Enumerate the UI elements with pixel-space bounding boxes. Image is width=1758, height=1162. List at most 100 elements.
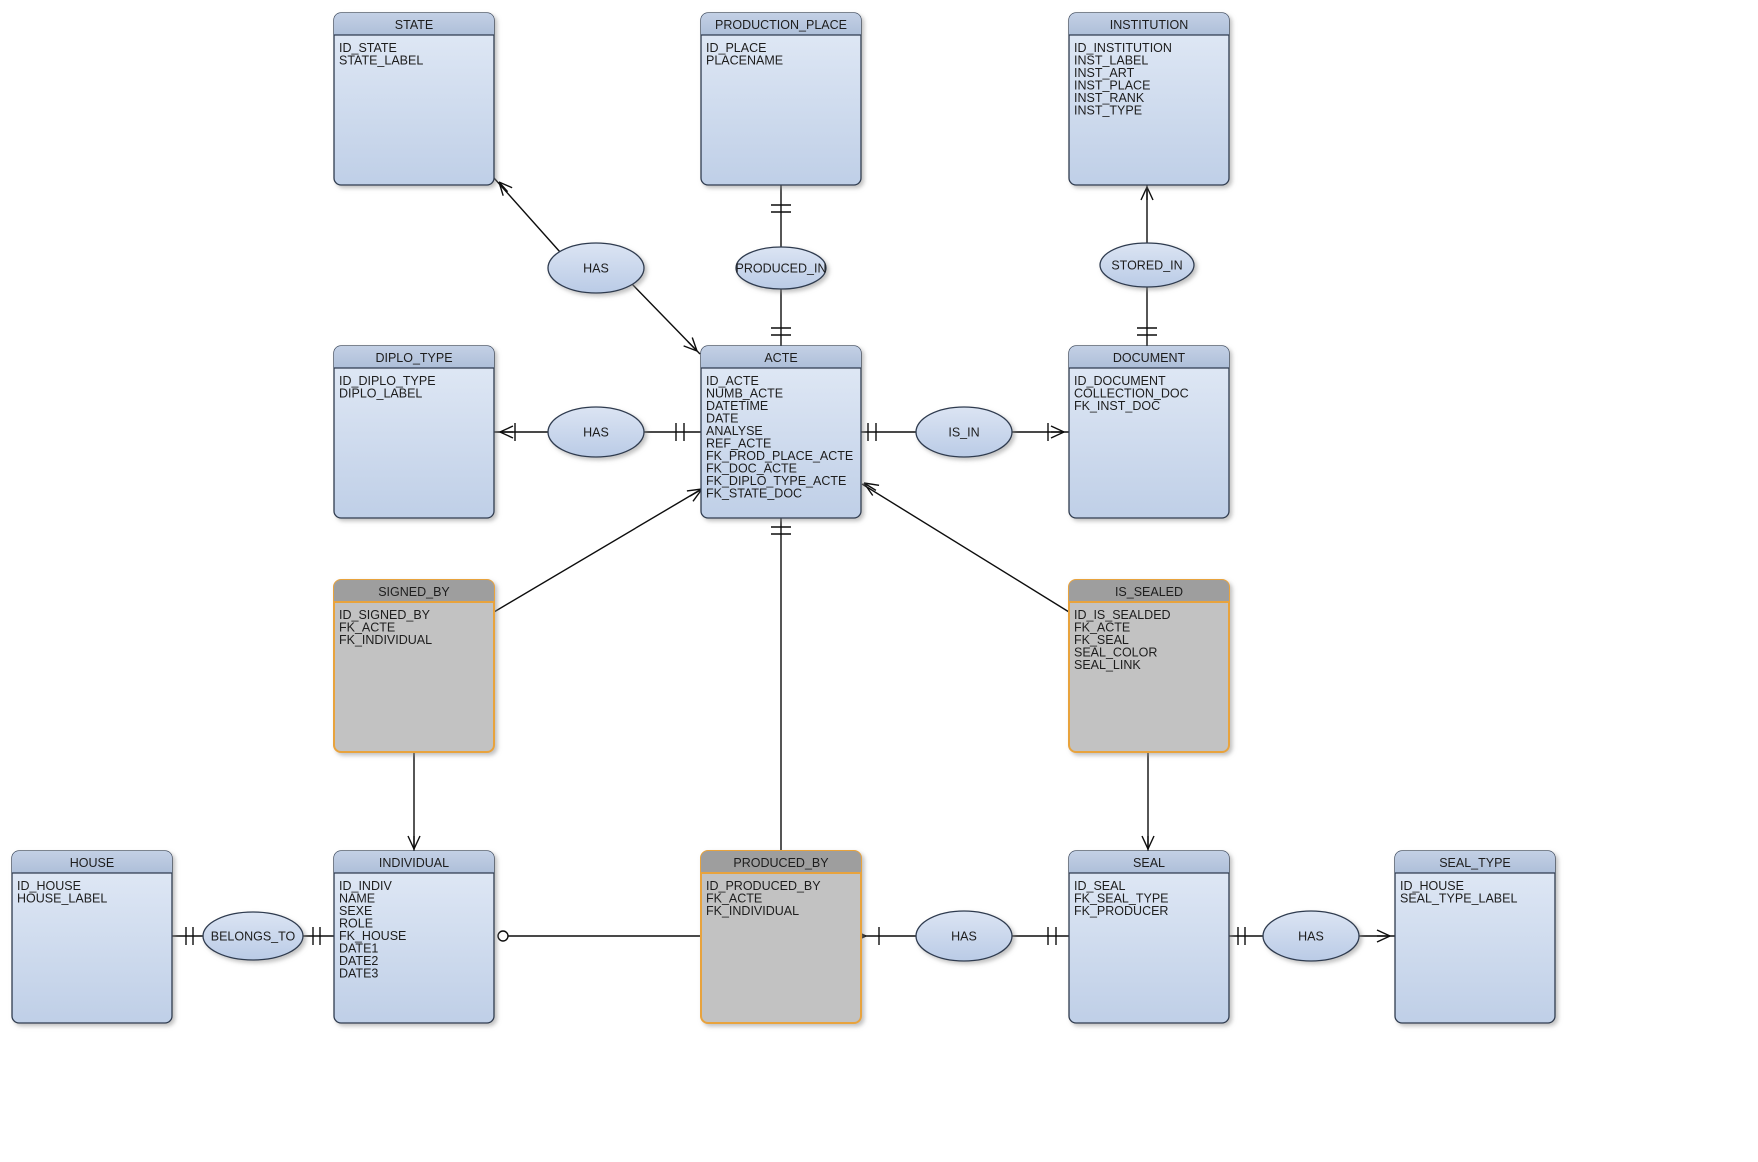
entity-attribute: FK_PROD_PLACE_ACTE — [706, 449, 853, 463]
entity-box-produced_by[interactable]: PRODUCED_BYID_PRODUCED_BYFK_ACTEFK_INDIV… — [700, 850, 862, 1024]
relationship-stored_in[interactable]: STORED_IN — [1099, 242, 1195, 288]
entity-attribute: FK_ACTE — [706, 892, 762, 906]
relationship-ellipse — [915, 406, 1013, 458]
entity-header — [701, 13, 861, 35]
relationship-label: IS_IN — [948, 426, 979, 440]
connector-acte-issealed — [861, 483, 1070, 613]
entity-header — [334, 851, 494, 873]
entity-attribute: INST_LABEL — [1074, 54, 1148, 68]
entity-title: IS_SEALED — [1115, 585, 1183, 599]
entity-attribute: FK_INDIVIDUAL — [339, 633, 432, 647]
relationship-ellipse — [547, 406, 645, 458]
entity-attribute: DATE — [706, 412, 738, 426]
entity-attribute: INST_RANK — [1074, 91, 1145, 105]
entity-attribute: ID_SEAL — [1074, 879, 1125, 893]
entity-attribute: FK_INST_DOC — [1074, 399, 1160, 413]
entity-attribute: ID_PLACE — [706, 41, 766, 55]
entity-attribute: FK_INDIVIDUAL — [706, 904, 799, 918]
relationship-ellipse — [915, 910, 1013, 962]
relationship-has_produced_by[interactable]: HAS — [915, 910, 1013, 962]
entity-attribute: INST_TYPE — [1074, 104, 1142, 118]
connector-state-has — [493, 177, 561, 253]
many-marker — [498, 181, 504, 196]
entity-title: STATE — [395, 18, 433, 32]
entity-body — [333, 579, 495, 753]
entity-attribute: ID_INSTITUTION — [1074, 41, 1172, 55]
entity-body — [1068, 345, 1230, 519]
entity-attribute: ID_IS_SEALDED — [1074, 608, 1171, 622]
entity-header — [1069, 851, 1229, 873]
entity-attribute: ANALYSE — [706, 424, 763, 438]
relationship-ellipses: HAS PRODUCED_IN STORED_IN HAS IS_IN BELONGS_T… — [202, 242, 1360, 962]
entity-attribute: NUMB_ACTE — [706, 387, 783, 401]
entity-header — [701, 346, 861, 368]
entity-attribute: SEAL_COLOR — [1074, 646, 1157, 660]
entity-attribute: ID_SIGNED_BY — [339, 608, 431, 622]
entity-box-is_sealed[interactable]: IS_SEALEDID_IS_SEALDEDFK_ACTEFK_SEALSEAL… — [1068, 579, 1230, 753]
relationship-produced_in[interactable]: PRODUCED_IN — [735, 246, 827, 290]
entity-title: SIGNED_BY — [378, 585, 450, 599]
entity-attribute: ID_STATE — [339, 41, 397, 55]
connector-lines — [172, 177, 1395, 945]
entity-body — [333, 12, 495, 186]
many-marker — [686, 488, 703, 492]
entity-title: ACTE — [764, 351, 797, 365]
many-marker — [863, 482, 877, 491]
entity-attribute: FK_SEAL — [1074, 633, 1129, 647]
relationship-has_seal_type[interactable]: HAS — [1262, 910, 1360, 962]
entity-box-signed_by[interactable]: SIGNED_BYID_SIGNED_BYFK_ACTEFK_INDIVIDUA… — [333, 579, 495, 753]
entity-attribute: FK_STATE_DOC — [706, 487, 802, 501]
entity-attribute: STATE_LABEL — [339, 54, 423, 68]
relationship-ellipse — [547, 242, 645, 294]
relationship-is_in[interactable]: IS_IN — [915, 406, 1013, 458]
entity-box-acte[interactable]: ACTEID_ACTENUMB_ACTEDATETIMEDATEANALYSER… — [700, 345, 862, 519]
entity-title: DIPLO_TYPE — [375, 351, 452, 365]
entity-header — [334, 13, 494, 35]
entity-attribute: ID_INDIV — [339, 879, 392, 893]
many-marker — [691, 337, 698, 352]
many-marker — [683, 345, 698, 352]
entity-attribute: ID_PRODUCED_BY — [706, 879, 821, 893]
relationship-has_state[interactable]: HAS — [547, 242, 645, 294]
many-marker — [1140, 186, 1148, 201]
entity-header — [12, 851, 172, 873]
entity-attribute: FK_ACTE — [1074, 621, 1130, 635]
many-marker — [413, 835, 421, 850]
many-marker — [407, 835, 415, 850]
entity-attribute: ID_ACTE — [706, 374, 759, 388]
entity-attribute: ROLE — [339, 917, 373, 931]
entity-body — [333, 345, 495, 519]
relationship-label: STORED_IN — [1111, 259, 1182, 273]
entity-body — [700, 12, 862, 186]
entity-attribute: SEAL_TYPE_LABEL — [1400, 892, 1517, 906]
entity-title: PRODUCTION_PLACE — [715, 18, 847, 32]
entity-header — [1069, 346, 1229, 368]
entity-attribute: NAME — [339, 892, 375, 906]
many-marker — [1147, 835, 1155, 850]
many-marker — [863, 482, 874, 496]
entity-attribute: ID_DOCUMENT — [1074, 374, 1166, 388]
entity-attribute: FK_DOC_ACTE — [706, 462, 797, 476]
relationship-label: HAS — [1298, 930, 1324, 944]
relationship-has_diplo_type[interactable]: HAS — [547, 406, 645, 458]
entity-box-institution[interactable]: INSTITUTIONID_INSTITUTIONINST_LABELINST_… — [1068, 12, 1230, 186]
entity-box-document[interactable]: DOCUMENTID_DOCUMENTCOLLECTION_DOCFK_INST… — [1068, 345, 1230, 519]
relationship-belongs_to[interactable]: BELONGS_TO — [202, 911, 304, 961]
entity-attribute: COLLECTION_DOC — [1074, 387, 1189, 401]
entity-attribute: FK_SEAL_TYPE — [1074, 892, 1169, 906]
entity-attribute: DATE3 — [339, 967, 378, 981]
entity-box-individual[interactable]: INDIVIDUALID_INDIVNAMESEXEROLEFK_HOUSEDA… — [333, 850, 495, 1024]
relationship-label: HAS — [583, 426, 609, 440]
many-marker — [1050, 425, 1065, 433]
entity-attribute: SEAL_LINK — [1074, 658, 1141, 672]
entity-header — [1395, 851, 1555, 873]
entity-attribute: DATE1 — [339, 942, 378, 956]
